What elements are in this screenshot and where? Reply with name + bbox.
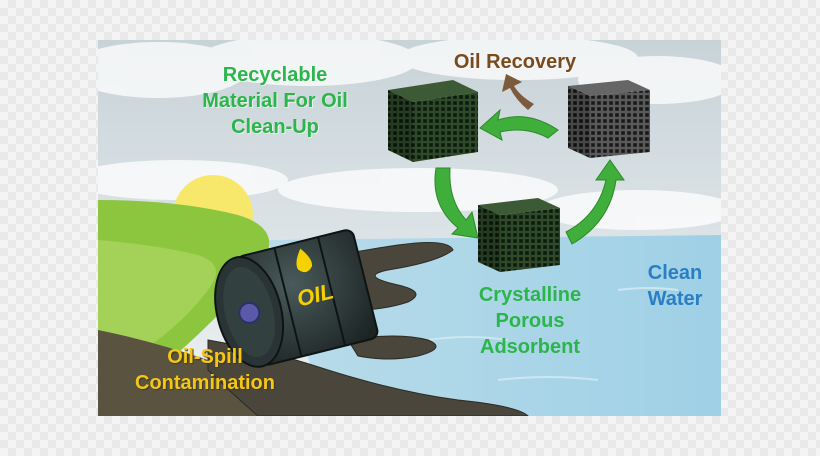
recyclable-line-2: Material For Oil <box>202 90 348 112</box>
crystalline-adsorbent-label: Crystalline Porous Adsorbent <box>455 282 605 360</box>
recovery-arrow-icon <box>502 74 534 110</box>
oil-spill-line-2: Contamination <box>135 372 275 394</box>
crystalline-line-3: Adsorbent <box>480 336 580 358</box>
oil-spill-label: Oil-Spill Contamination <box>120 344 290 396</box>
crystalline-line-2: Porous <box>495 310 565 332</box>
barrel-cap <box>238 301 261 324</box>
recyclable-line-3: Clean-Up <box>231 116 319 138</box>
oil-barrel-icon: OIL <box>214 229 379 368</box>
recyclable-line-1: Recyclable <box>222 64 328 86</box>
oil-drop-icon <box>296 248 313 273</box>
clean-water-line-2: Water <box>647 288 703 310</box>
recyclable-material-label: Recyclable Material For Oil Clean-Up <box>190 62 360 140</box>
crystalline-line-1: Crystalline <box>478 284 582 306</box>
water-ripples <box>427 287 679 381</box>
clean-water-line-1: Clean <box>647 262 703 284</box>
clean-water-label: Clean Water <box>630 260 720 312</box>
cycle-arrow-icon <box>434 108 625 245</box>
oil-spill-line-1: Oil-Spill <box>167 346 243 368</box>
porous-cube-icon-in-water <box>478 198 560 272</box>
porous-cube-icon <box>388 80 478 162</box>
porous-cube-icon-used <box>568 80 650 158</box>
diagram-scene: OIL <box>98 40 721 416</box>
oil-recovery-label: Oil Recovery <box>453 51 577 73</box>
clouds <box>98 40 721 230</box>
